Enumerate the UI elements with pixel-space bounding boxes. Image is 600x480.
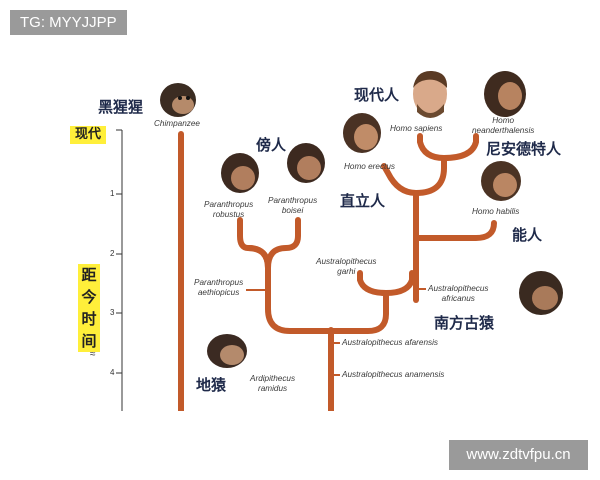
label-australopithecus-zh: 南方古猿 [434,314,495,332]
label-aethiopicus-genus: Paranthropus [194,278,244,287]
label-garhi-genus: Australopithecus [316,257,377,266]
branch-garhi [357,270,389,296]
label-chimpanzee-zh: 黑猩猩 [98,98,144,116]
label-modern-human-zh: 现代人 [354,86,400,104]
branch-erectus [381,163,419,196]
label-ardipithecus-zh: 地猿 [196,376,227,394]
label-paranthropus-aethiopicus: Paranthropus aethiopicus [194,278,243,298]
label-homo-erectus: Homo erectus [344,162,395,171]
label-homo-neanderthalensis: Homo neanderthalensis [472,116,534,136]
australopithecus-head-icon [519,271,563,315]
branch-australopithecus [328,290,389,334]
boisei-head-icon [287,143,325,183]
evolution-diagram: 现代 1 2 3 4 距 今 时 间 ≈ 黑猩猩 现代人 傍人 尼安德特人 直立… [68,68,580,411]
label-boisei-species: boisei [281,206,304,215]
label-homo-habilis-zh: 能人 [512,226,543,244]
branch-sapiens [417,133,447,161]
label-ramidus-species: ramidus [257,384,288,393]
branch-paranthropus-boisei [265,217,301,271]
axis-header-modern: 现代 [70,126,106,144]
neanderthal-head-icon [484,71,526,117]
branch-africanus [383,270,415,296]
tick-4: 4 [110,368,115,377]
tick-2: 2 [110,249,115,258]
branch-sapiens-neanderthal [413,155,447,196]
axis-title-char-4: 间 [81,332,97,350]
label-africanus-genus: Australopithecus [428,284,489,293]
label-paranthropus-boisei: Paranthropus boisei [268,196,317,216]
label-australopithecus-africanus: Australopithecus africanus [428,284,489,304]
label-robustus-genus: Paranthropus [204,200,254,209]
sapiens-head-icon [413,70,448,118]
branches [178,131,497,411]
phylogeny-lines [116,129,497,411]
label-paranthropus-zh: 傍人 [256,136,287,154]
chimpanzee-head-icon [160,83,196,117]
habilis-head-icon [481,161,521,201]
label-garhi-species: garhi [337,267,356,276]
label-homo-neanderthalensis-species: neanderthalensis [472,126,535,135]
label-australopithecus-anamensis: Australopithecus anamensis [342,370,445,379]
label-australopithecus-afarensis: Australopithecus afarensis [342,338,439,347]
axis-unit-mark: ≈ [90,349,96,360]
label-homo-sapiens: Homo sapiens [390,124,443,133]
tick-3: 3 [110,308,115,317]
time-axis [116,129,123,411]
label-africanus-species: africanus [441,294,475,303]
branch-paranthropus-robustus [237,217,271,271]
axis-title: 距 今 时 间 [78,264,100,352]
label-homo-erectus-zh: 直立人 [340,192,386,210]
branch-habilis [413,220,497,241]
label-ramidus-genus: Ardipithecus [250,374,296,383]
label-paranthropus-robustus: Paranthropus robustus [204,200,253,220]
tick-1: 1 [110,189,115,198]
axis-title-char-2: 今 [81,288,97,306]
robustus-head-icon [221,153,259,193]
axis-title-char-3: 时 [81,310,97,328]
label-neanderthal-zh: 尼安德特人 [486,140,562,158]
label-robustus-species: robustus [212,210,245,219]
ardipithecus-head-icon [207,334,247,368]
label-boisei-genus: Paranthropus [268,196,318,205]
label-chimpanzee-latin: Chimpanzee [154,119,200,128]
branch-neanderthal [441,133,479,161]
label-australopithecus-garhi: Australopithecus garhi [316,257,377,277]
label-ardipithecus-ramidus: Ardipithecus ramidus [250,374,295,394]
watermark-bottom: www.zdtvfpu.cn [449,440,588,470]
label-aethiopicus-species: aethiopicus [197,288,240,297]
axis-title-char-1: 距 [81,266,97,284]
watermark-top: TG: MYYJJPP [10,10,127,35]
erectus-head-icon [343,113,381,153]
label-homo-neanderthalensis-genus: Homo [492,116,515,125]
label-homo-habilis: Homo habilis [472,207,520,216]
